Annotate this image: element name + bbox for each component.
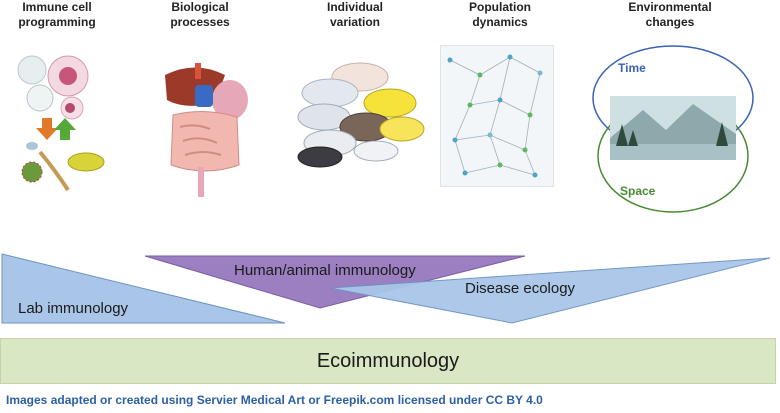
- lake: [610, 144, 736, 160]
- topic-line: Immune cell: [22, 0, 92, 14]
- immune-cells-illustration: [17, 55, 105, 192]
- wedges: [1, 253, 771, 324]
- network-nodes: [447, 54, 543, 178]
- venn-time-label: Time: [618, 61, 646, 75]
- organ: [195, 85, 213, 107]
- topic-population-dynamics: Population dynamics: [445, 0, 555, 30]
- lab-immunology-label: Lab immunology: [18, 300, 129, 317]
- topic-line: changes: [645, 15, 695, 29]
- mice-illustration: [297, 62, 425, 168]
- trees: [616, 122, 728, 146]
- topic-immune-cell-programming: Immune cell programming: [2, 0, 112, 30]
- topic-line: Population: [469, 0, 531, 14]
- cell: [26, 84, 54, 112]
- topic-line: Biological: [171, 0, 229, 14]
- cell: [26, 142, 38, 150]
- network-edges: [449, 56, 541, 176]
- topic-line: Environmental: [628, 0, 712, 14]
- mouse: [363, 88, 417, 118]
- cell: [17, 55, 47, 85]
- time-space-venn: Time Space: [592, 45, 754, 213]
- venn-space-label: Space: [620, 184, 656, 198]
- arrow-down-icon: [36, 118, 58, 140]
- cell-nucleus: [59, 67, 77, 85]
- mouse: [353, 140, 399, 162]
- intestine-folds: [179, 124, 222, 156]
- network-panel: [440, 45, 554, 187]
- worm: [38, 150, 70, 192]
- ecoimmunology-bar: Ecoimmunology: [0, 338, 776, 384]
- network-illustration: [447, 54, 543, 178]
- esophagus: [195, 63, 201, 79]
- disease-ecology-wedge: [329, 257, 771, 324]
- topic-line: Individual: [326, 0, 383, 14]
- image-credit: Images adapted or created using Servier …: [6, 393, 543, 407]
- topic-line: processes: [170, 15, 230, 29]
- lab-immunology-wedge: [1, 253, 286, 324]
- mouse: [301, 78, 359, 108]
- topic-biological-processes: Biological processes: [145, 0, 255, 30]
- organs-illustration: [165, 63, 248, 197]
- topic-line: variation: [329, 15, 380, 29]
- stomach: [212, 80, 248, 120]
- topic-line: programming: [18, 15, 96, 29]
- cell: [21, 161, 43, 183]
- ecoimmunology-label: Ecoimmunology: [316, 349, 460, 372]
- bacterium: [67, 152, 105, 172]
- mouse: [379, 116, 425, 142]
- topic-environmental-changes: Environmental changes: [610, 0, 730, 30]
- arrow-up-icon: [54, 118, 76, 140]
- topic-individual-variation: Individual variation: [300, 0, 410, 30]
- mouse: [297, 146, 343, 168]
- topic-line: dynamics: [472, 15, 528, 29]
- human-animal-immunology-label: Human/animal immunology: [234, 262, 416, 279]
- intestines: [170, 110, 240, 172]
- cell-nucleus: [65, 103, 75, 113]
- disease-ecology-label: Disease ecology: [465, 280, 576, 297]
